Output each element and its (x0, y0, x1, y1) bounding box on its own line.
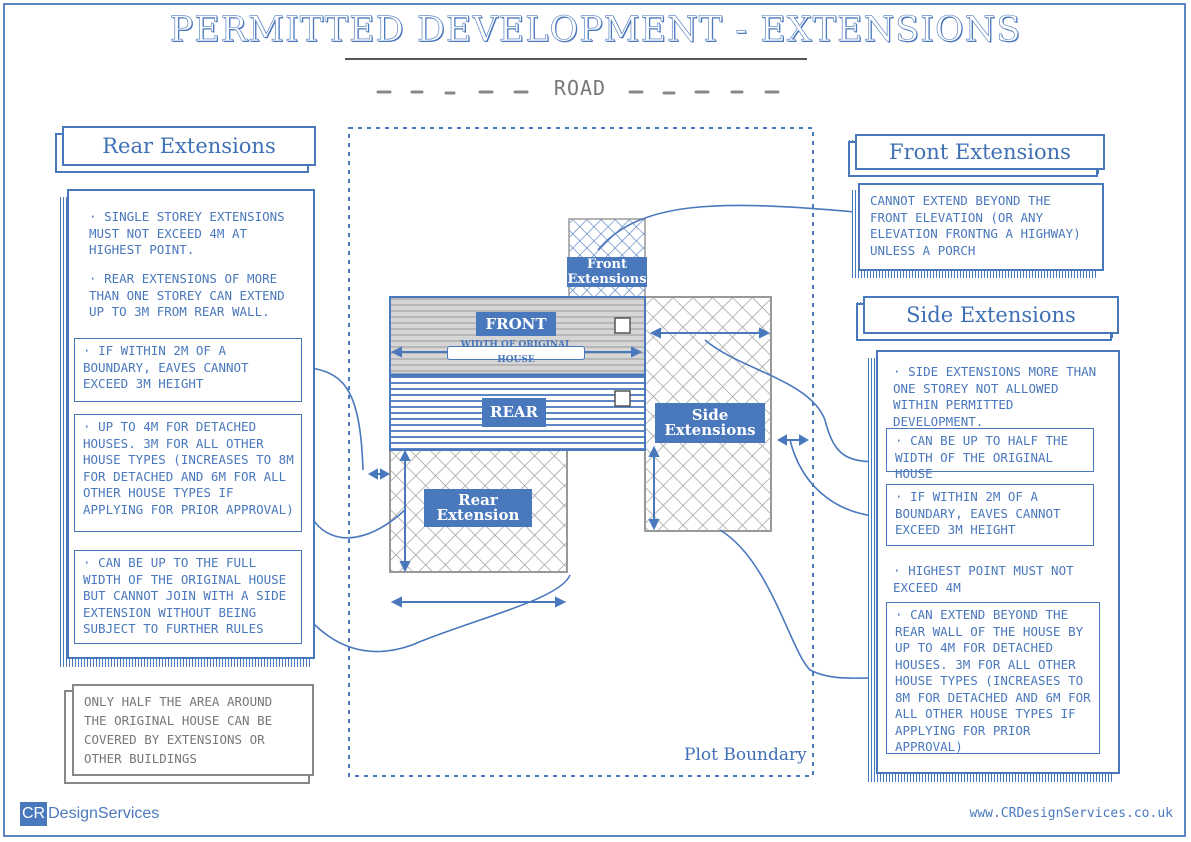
connector-lines (295, 204, 887, 679)
rear-note-5: CAN BE UP TO THE FULL WIDTH OF THE ORIGI… (74, 550, 302, 644)
logo-text: DesignServices (48, 805, 160, 822)
rear-extensions-header: Rear Extensions (62, 126, 316, 166)
rear-extension-label: Rear Extension (424, 489, 532, 527)
rear-extension-label-line1: Rear (458, 491, 498, 509)
plot-boundary-label: Plot Boundary (684, 745, 807, 765)
side-note-4-text: HIGHEST POINT MUST NOT EXCEED 4M (893, 563, 1074, 595)
title-underline (345, 58, 807, 60)
plot-boundary (348, 127, 814, 777)
rear-note-1-text: SINGLE STOREY EXTENSIONS MUST NOT EXCEED… (89, 209, 285, 257)
house-front (389, 296, 646, 376)
rear-label: REAR (482, 398, 546, 427)
front-label: FRONT (476, 312, 556, 336)
side-extensions-label: Side Extensions (655, 403, 765, 443)
front-extensions-label-line2: Extensions (567, 272, 647, 287)
road-dashes (376, 90, 780, 95)
side-extensions-label-line1: Side (691, 406, 729, 424)
rear-chimney (614, 390, 631, 407)
rear-note-3-text: IF WITHIN 2M OF A BOUNDARY, EAVES CANNOT… (83, 343, 249, 391)
front-extensions-header: Front Extensions (855, 134, 1105, 170)
rear-note-2: REAR EXTENSIONS OF MORE THAN ONE STOREY … (80, 266, 304, 326)
side-extensions-label-line2: Extensions (664, 421, 756, 439)
side-note-4: HIGHEST POINT MUST NOT EXCEED 4M (884, 558, 1084, 601)
rear-note-4-text: UP TO 4M FOR DETACHED HOUSES. 3M FOR ALL… (83, 419, 294, 517)
road-label: ROAD (553, 76, 607, 100)
page-title: PERMITTED DEVELOPMENT - EXTENSIONS (169, 10, 1022, 51)
company-logo: CR DesignServices (20, 800, 159, 828)
front-note-1: CANNOT EXTEND BEYOND THE FRONT ELEVATION… (858, 183, 1104, 271)
side-note-1: SIDE EXTENSIONS MORE THAN ONE STOREY NOT… (884, 359, 1114, 435)
rear-note-4: UP TO 4M FOR DETACHED HOUSES. 3M FOR ALL… (74, 414, 302, 532)
rear-note-3: IF WITHIN 2M OF A BOUNDARY, EAVES CANNOT… (74, 338, 302, 402)
rear-note-2-text: REAR EXTENSIONS OF MORE THAN ONE STOREY … (89, 271, 285, 319)
general-note: ONLY HALF THE AREA AROUND THE ORIGINAL H… (72, 684, 314, 776)
rear-note-5-text: CAN BE UP TO THE FULL WIDTH OF THE ORIGI… (83, 555, 286, 636)
logo-cr-mark: CR (20, 802, 48, 826)
side-note-5: CAN EXTEND BEYOND THE REAR WALL OF THE H… (886, 602, 1100, 754)
side-note-3: IF WITHIN 2M OF A BOUNDARY, EAVES CANNOT… (886, 484, 1094, 546)
side-note-3-text: IF WITHIN 2M OF A BOUNDARY, EAVES CANNOT… (895, 489, 1061, 537)
page-frame (3, 3, 1186, 837)
rear-note-1: SINGLE STOREY EXTENSIONS MUST NOT EXCEED… (80, 204, 300, 264)
front-extensions-label: Front Extensions (567, 257, 647, 287)
rear-extension-label-line2: Extension (436, 506, 520, 524)
front-note-1-text: CANNOT EXTEND BEYOND THE FRONT ELEVATION… (870, 193, 1081, 258)
front-extensions-label-line1: Front (587, 257, 627, 272)
front-chimney (614, 317, 631, 334)
width-of-original-house-label: WIDTH OF ORIGINAL HOUSE (447, 340, 585, 365)
side-note-1-text: SIDE EXTENSIONS MORE THAN ONE STOREY NOT… (893, 364, 1096, 429)
side-extensions-header: Side Extensions (863, 296, 1119, 334)
website-url[interactable]: www.CRDesignServices.co.uk (969, 806, 1174, 821)
side-note-5-text: CAN EXTEND BEYOND THE REAR WALL OF THE H… (895, 607, 1091, 754)
side-note-2: CAN BE UP TO HALF THE WIDTH OF THE ORIGI… (886, 428, 1094, 481)
